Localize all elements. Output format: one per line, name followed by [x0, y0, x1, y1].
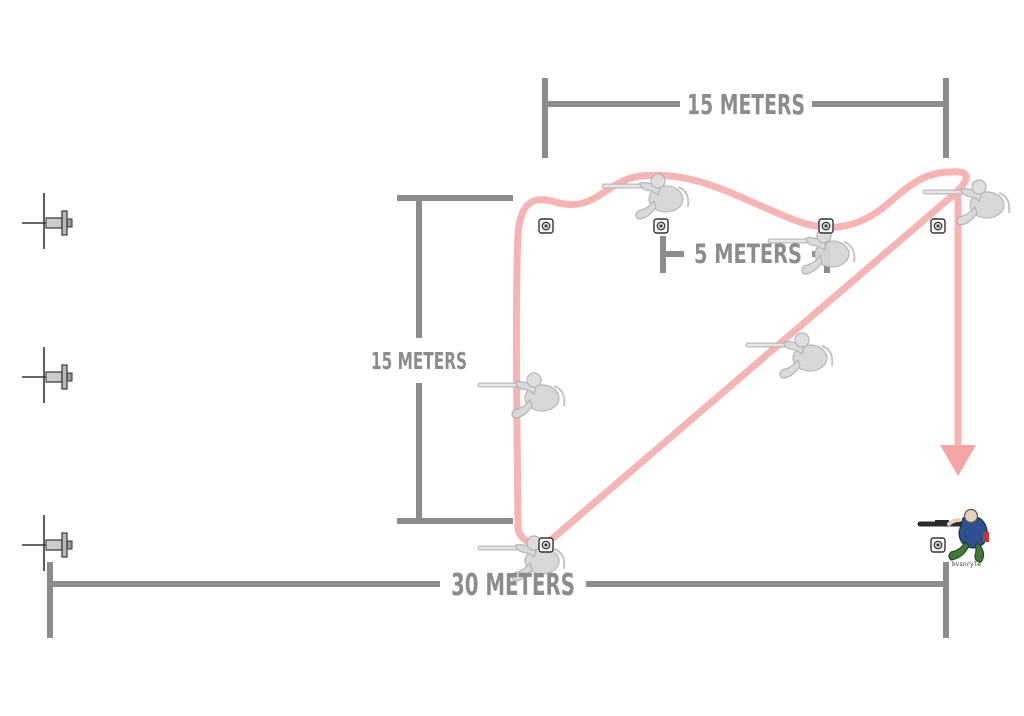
prone-shooter-icon — [917, 508, 989, 563]
ghost-shooter-icon — [480, 373, 564, 418]
barricade-post-icon — [21, 346, 73, 404]
gap-span-label: 5 METERS — [694, 239, 802, 270]
barricade-post-top — [21, 192, 73, 250]
top-span-label: 15 METERS — [687, 88, 805, 121]
bottom-span-label: 30 METERS — [451, 568, 575, 603]
side-span-label: 15 METERS — [371, 349, 467, 375]
movement-path — [512, 168, 970, 549]
barricade-post-middle — [21, 346, 73, 404]
steel-target-icon — [653, 218, 669, 234]
artist-signature: bvsnryle — [952, 561, 981, 568]
dimension-side — [397, 195, 513, 524]
dimension-bottom — [47, 562, 949, 638]
ghost-shooter-icon — [925, 180, 1009, 225]
finish-arrow-icon — [940, 445, 976, 476]
steel-target-icon — [930, 537, 946, 553]
steel-target-icon — [538, 537, 554, 553]
ghost-shooter-4 — [480, 373, 564, 418]
steel-target-icon — [538, 218, 554, 234]
barricade-post-icon — [21, 192, 73, 250]
steel-target-icon — [930, 218, 946, 234]
dimension-top — [542, 78, 949, 158]
steel-target-icon — [818, 218, 834, 234]
ghost-shooter-3 — [925, 180, 1009, 225]
